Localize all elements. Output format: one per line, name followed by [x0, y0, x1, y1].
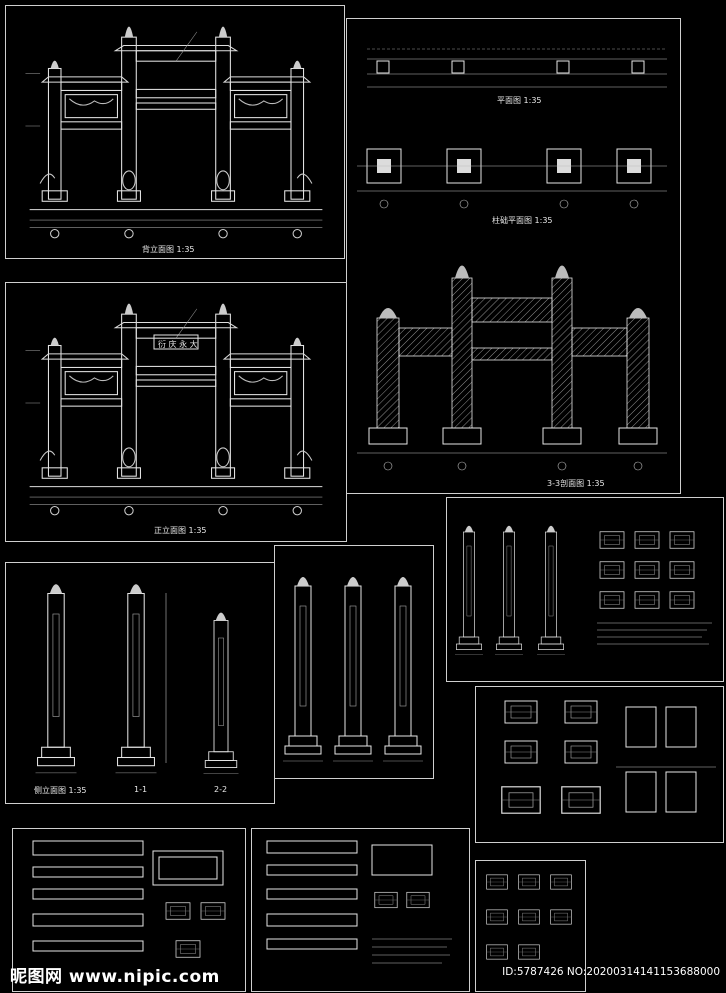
site-watermark: 昵图网 www.nipic.com	[10, 967, 220, 987]
sheet-beams-b	[251, 828, 470, 992]
sheet-plan: 平面图 1:35 柱础平面图 1:35	[346, 18, 681, 239]
plan-caption: 平面图 1:35	[497, 96, 542, 105]
front-elevation-drawing	[24, 303, 323, 516]
sheet-side-elevation: 侧立面图 1:35 1-1 2-2	[5, 562, 275, 804]
column-plan-caption: 柱础平面图 1:35	[492, 216, 553, 225]
details-a-drawing	[455, 525, 712, 655]
details-b-drawing	[501, 700, 716, 814]
side-elevation-caption: 侧立面图 1:35	[34, 786, 87, 795]
beams-a-drawing	[32, 840, 226, 958]
section-33-caption: 3-3剖面图 1:35	[547, 479, 605, 488]
column-details-drawing	[283, 576, 423, 762]
rear-elevation-drawing	[24, 26, 323, 239]
sheet-rear-elevation: 背立面图 1:35	[5, 5, 345, 259]
rear-elevation-caption: 背立面图 1:35	[142, 245, 195, 254]
section-22-caption: 2-2	[214, 785, 228, 794]
beams-b-drawing	[266, 840, 452, 964]
plan-drawing	[357, 48, 667, 209]
plaque-text: 衍 庆 永 大	[158, 340, 198, 349]
front-elevation-caption: 正立面图 1:35	[154, 526, 207, 535]
sheet-details-a	[446, 497, 724, 682]
section-33-drawing	[357, 265, 667, 471]
sheet-beams-a	[12, 828, 246, 992]
sheet-section-33: 3-3剖面图 1:35	[346, 238, 681, 494]
image-id-line: ID:5787426 NO:20200314141153688000	[502, 966, 720, 978]
section-11-caption: 1-1	[134, 785, 148, 794]
sheet-details-b	[475, 686, 724, 843]
sheet-column-details	[274, 545, 434, 779]
side-elevation-drawing	[34, 583, 240, 775]
sheet-details-c	[475, 860, 586, 992]
sheet-front-elevation: 衍 庆 永 大 正立面图 1:35	[5, 282, 347, 542]
